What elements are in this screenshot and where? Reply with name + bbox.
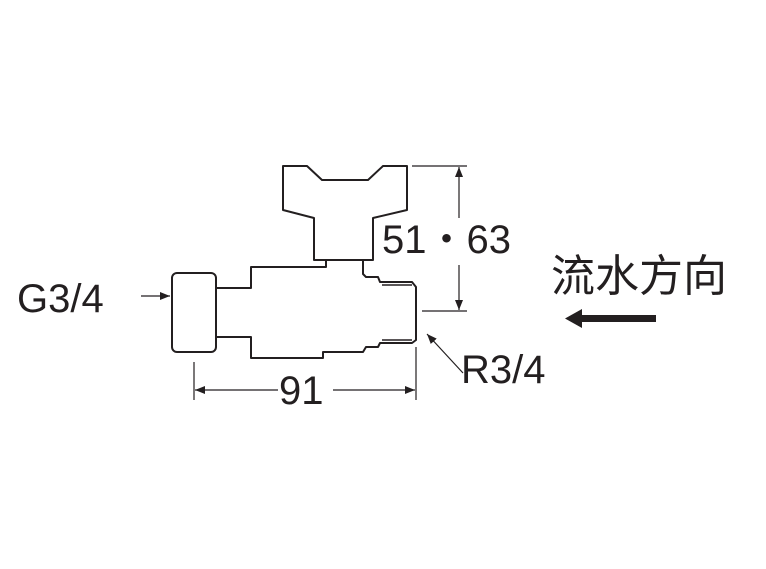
union-nut (171, 272, 217, 353)
flow-direction-arrow-icon (565, 309, 656, 328)
length-dimension-label: 91 (279, 369, 324, 413)
flow-direction-label: 流水方向 (551, 251, 727, 302)
outlet-thread-label: R3/4 (461, 348, 546, 392)
inlet-thread-label: G3/4 (17, 277, 104, 321)
valve-body (216, 260, 417, 359)
valve-handle (282, 165, 408, 261)
outlet-leader-arrow (426, 333, 464, 374)
height-dimension-label: 51・63 (382, 218, 511, 262)
